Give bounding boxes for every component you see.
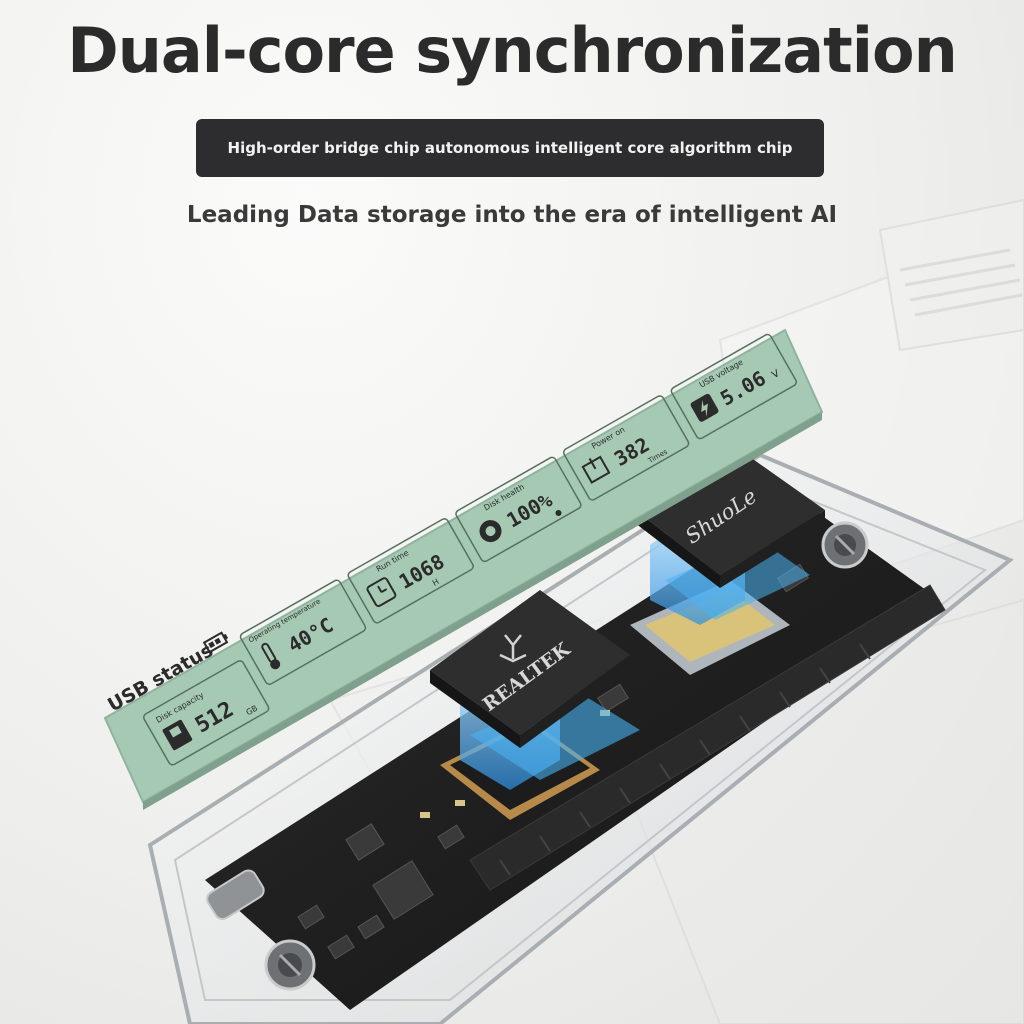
power-icon (581, 455, 611, 484)
battery-icon (202, 631, 229, 654)
tile-unit: H (431, 577, 441, 588)
tile-unit: V (770, 368, 782, 381)
realtek-chip: REALTEK (430, 590, 630, 748)
banner: High-order bridge chip autonomous intell… (196, 119, 824, 177)
banner-text: High-order bridge chip autonomous intell… (227, 139, 793, 157)
disk-icon (162, 719, 193, 751)
bolt-icon (690, 393, 719, 422)
thermometer-icon (261, 642, 281, 670)
clock-icon (366, 577, 397, 608)
lower-chip-right (630, 580, 790, 675)
screw-icon (821, 521, 869, 569)
usb-status-panel: USB status Disk capacity 512 G (103, 328, 824, 810)
realtek-logo-icon (499, 634, 527, 663)
headline: Dual-core synchronization (67, 14, 957, 87)
tagline: Leading Data storage into the era of int… (186, 202, 838, 228)
screw-icon (264, 939, 316, 991)
health-icon (479, 520, 502, 543)
shuole-chip: ShuoLe (635, 450, 825, 588)
